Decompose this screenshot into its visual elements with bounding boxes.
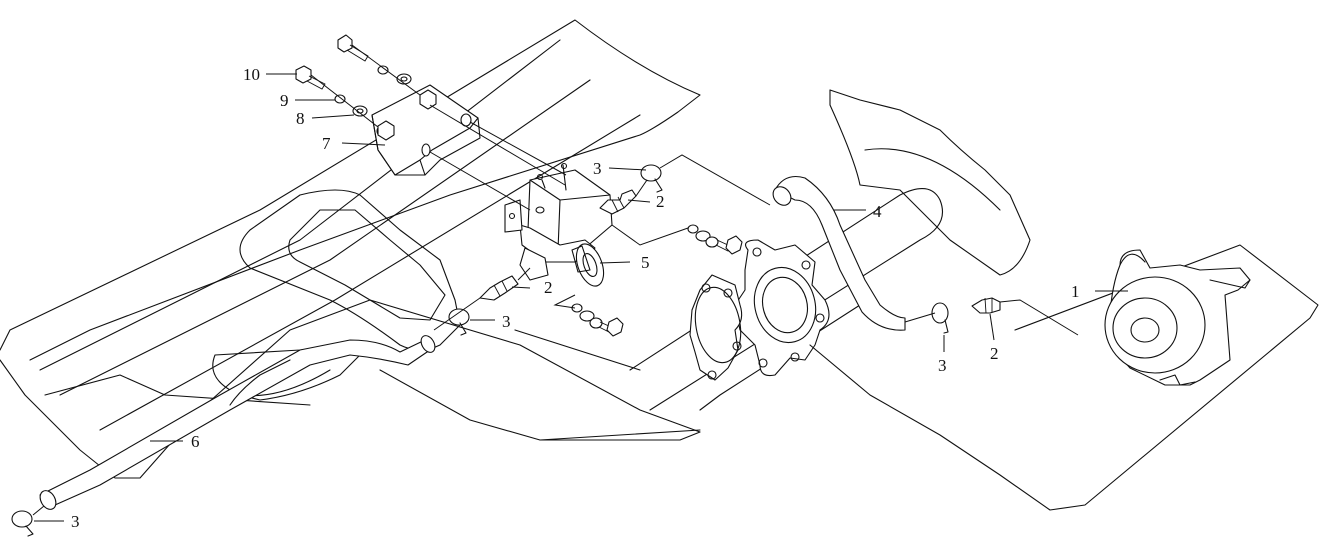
- flange-large: [734, 239, 830, 377]
- callout-2-right: 2: [990, 344, 999, 363]
- callout-8: 8: [296, 109, 305, 128]
- callout-2-mid: 2: [544, 278, 553, 297]
- callout-9: 9: [280, 91, 289, 110]
- fuel-pump: [504, 162, 613, 287]
- lower-hose: [39, 335, 436, 510]
- frame-rail: [0, 19, 701, 479]
- callout-1: 1: [1071, 282, 1080, 301]
- upper-hose: [772, 175, 906, 331]
- hose-clamps: [11, 164, 949, 537]
- callout-6: 6: [191, 432, 200, 451]
- callout-3-mid: 3: [502, 312, 511, 331]
- callout-7: 7: [322, 134, 331, 153]
- flange-small: [689, 274, 743, 381]
- callout-10: 10: [243, 65, 260, 84]
- assembly-guide-lines: [32, 44, 1079, 516]
- callout-4: 4: [873, 202, 882, 221]
- filter-canister: [809, 244, 1319, 511]
- fasteners: [295, 34, 743, 337]
- lower-frame-tray: [212, 189, 461, 401]
- callout-3-bottom: 3: [71, 512, 80, 531]
- callout-labels: 10 9 8 7 3 2 2 3 5 4 1 3 2 6 3: [71, 65, 1080, 531]
- callout-3-top: 3: [593, 159, 602, 178]
- callout-3-right: 3: [938, 356, 947, 375]
- hose-fittings: [479, 189, 1001, 314]
- right-wall-panel: [829, 89, 1031, 276]
- callout-2-top: 2: [656, 192, 665, 211]
- callout-5: 5: [641, 253, 650, 272]
- callout-leaders: [34, 73, 1128, 522]
